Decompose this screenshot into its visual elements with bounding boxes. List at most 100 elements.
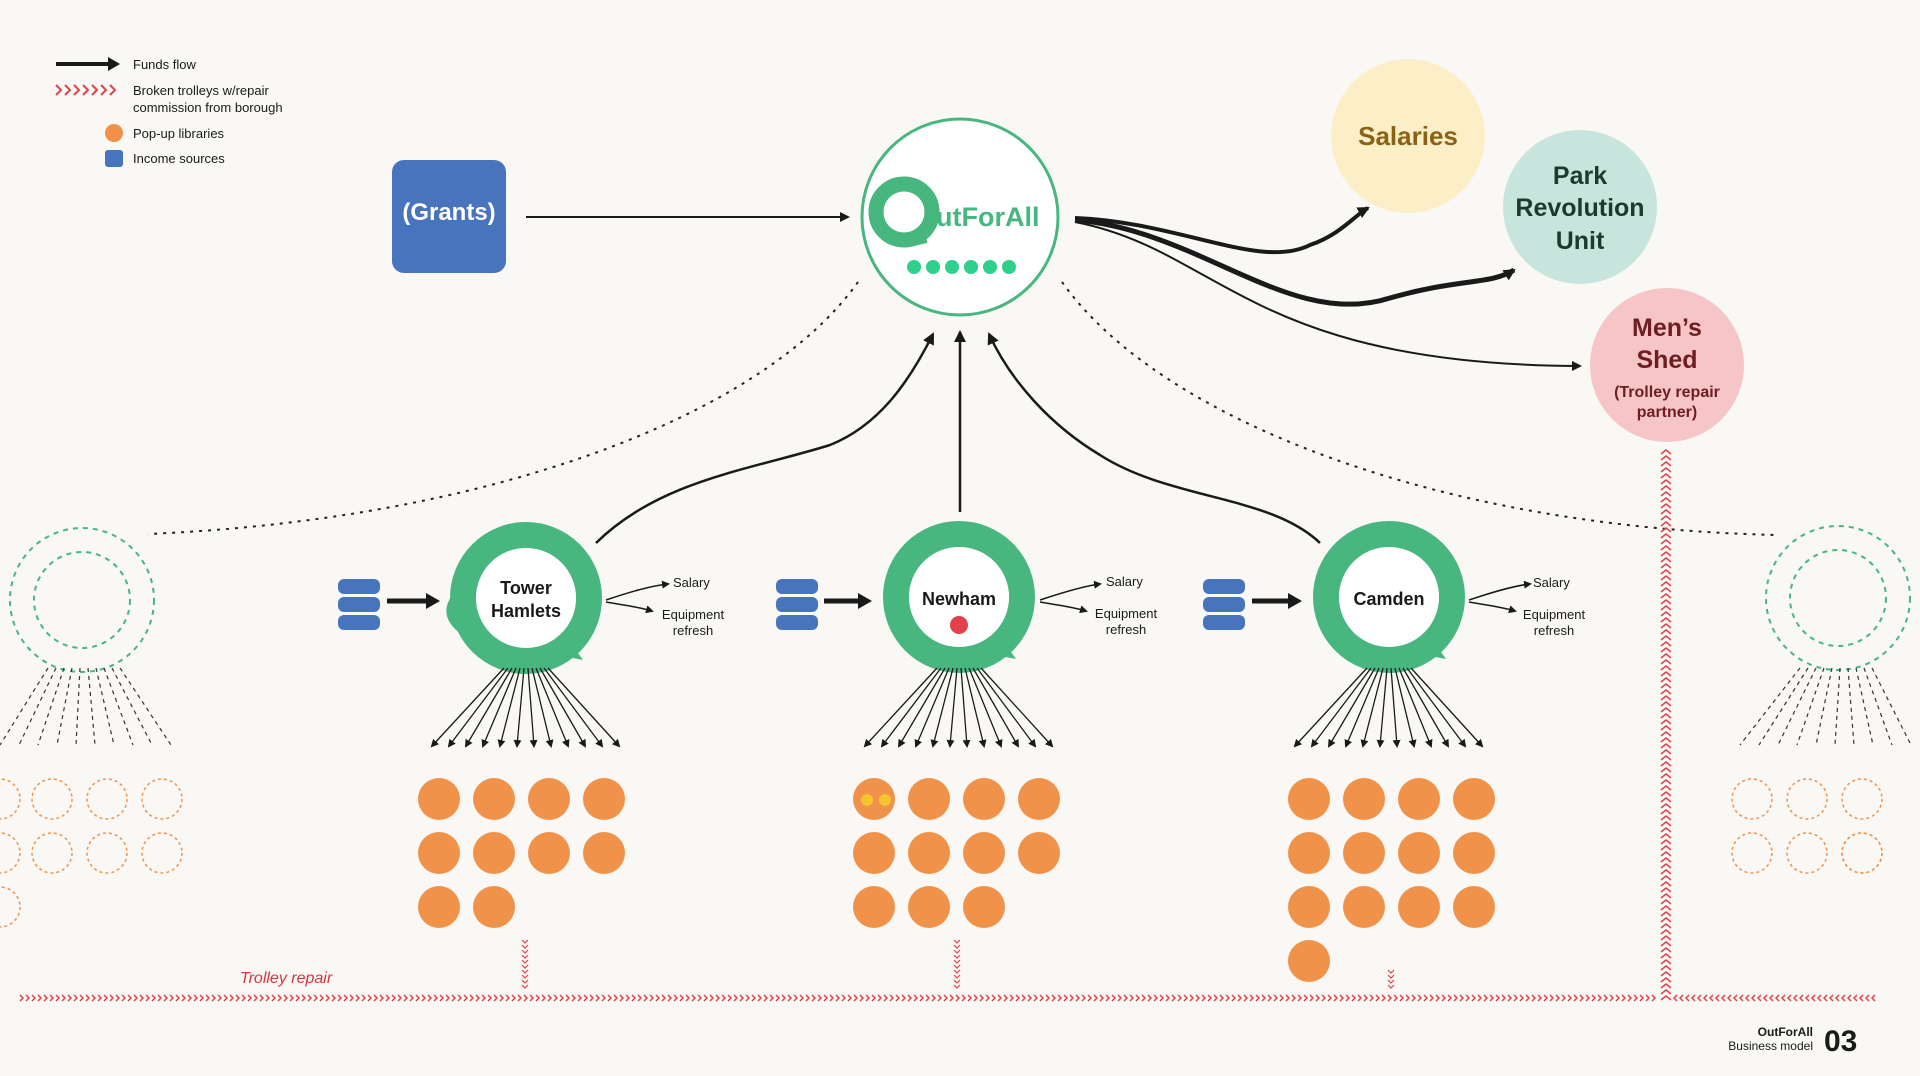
popup-library [908,778,950,820]
popup-library [1453,778,1495,820]
popup-library [1398,778,1440,820]
salaries-circle: Salaries [1331,59,1485,213]
newham-label: Newham [922,589,996,609]
popup-library [1288,778,1330,820]
popup-library [853,886,895,928]
legend-broken-trolleys-label: Broken trolleys w/repair [133,83,269,98]
ghost-popup-library [141,778,183,820]
camden-salary-label: Salary [1533,575,1570,590]
popup-library [908,832,950,874]
trolley-repair-line [19,449,1876,1002]
popup-library [1288,886,1330,928]
tower-hamlets-refresh-label: refresh [673,623,713,638]
chevron-icon [91,84,99,96]
popup-library [908,886,950,928]
popup-library [1288,940,1330,982]
income-sources-newham [776,579,872,630]
ghost-popup-library [0,778,21,820]
ghost-popup-library [1731,832,1773,874]
income-sources-tower-hamlets [338,579,440,630]
popup-library [1018,832,1060,874]
popup-library [1343,886,1385,928]
salaries-label: Salaries [1358,121,1458,151]
legend: Funds flow Broken trolleys w/repair comm… [55,57,283,167]
chevron-icon [82,84,90,96]
tower-hamlets-equipment-label: Equipment [662,607,725,622]
outputs-camden: Salary Equipment refresh [1468,575,1585,638]
hub-dotted-links [147,281,1779,536]
chevron-icon [64,84,72,96]
camden-label: Camden [1353,589,1424,609]
borough-to-hub-arrows [595,330,1321,544]
outforall-hub: utForAll [860,117,1060,317]
popup-library [418,832,460,874]
popup-library [1288,832,1330,874]
ghost-distribution-fans [0,667,1912,746]
footer-subtitle: Business model [1728,1039,1813,1053]
legend-broken-trolleys-label-2: commission from borough [133,100,283,115]
ghost-borough-right [1765,525,1911,671]
newham-red-marker [950,616,968,634]
chevron-icon [100,84,108,96]
newham-refresh-label: refresh [1106,622,1146,637]
camden-refresh-label: refresh [1534,623,1574,638]
popup-library [963,778,1005,820]
ghost-popup-library [0,832,21,874]
popup-library [473,832,515,874]
popup-library [418,886,460,928]
popup-library [1453,832,1495,874]
popup-library [853,832,895,874]
popup-library [528,778,570,820]
newham-equipment-label: Equipment [1095,606,1158,621]
ghost-popup-library [86,832,128,874]
popup-library [963,832,1005,874]
ghost-popup-library [1786,778,1828,820]
mens-shed-label-2: Shed [1636,346,1697,374]
income-source-swatch-icon [105,150,123,167]
borough-tower-hamlets: Tower Hamlets [446,522,602,674]
ghost-popup-library [1731,778,1773,820]
popup-library [1398,832,1440,874]
park-label-1: Park [1553,162,1607,190]
mens-shed-label-1: Men’s [1632,314,1702,342]
hub-logo-text: utForAll [936,202,1039,232]
outforall-logo: utForAll [868,176,1039,248]
ghost-popup-library [1786,832,1828,874]
newham-library-yellow-dots [861,794,891,806]
popup-library [1453,886,1495,928]
income-sources-camden [1203,579,1302,630]
tower-hamlets-salary-label: Salary [673,575,710,590]
popup-library [418,778,460,820]
footer-brand: OutForAll [1758,1025,1813,1039]
chevron-icon [109,84,117,96]
ghost-popup-libraries [0,778,1883,928]
ghost-popup-library [1841,778,1883,820]
popup-library [1343,778,1385,820]
legend-popup-libraries-label: Pop-up libraries [133,126,225,141]
hub-dots [907,260,1016,274]
ghost-popup-library [0,886,21,928]
legend-funds-flow-label: Funds flow [133,57,196,72]
tower-hamlets-label-1: Tower [500,578,552,598]
mens-shed-circle: Men’s Shed (Trolley repair partner) [1590,288,1744,442]
popup-library [1398,886,1440,928]
ghost-popup-library [31,832,73,874]
ghost-popup-library [141,832,183,874]
hub-outflow-arrows [1074,206,1582,371]
broken-trolleys-chevron-icon [55,84,117,96]
distribution-fans [430,667,1484,748]
popup-library [963,886,1005,928]
footer: OutForAll Business model 03 [1728,1025,1857,1058]
popup-library [583,778,625,820]
popup-library-swatch-icon [105,124,123,142]
legend-income-sources-label: Income sources [133,151,225,166]
ghost-borough-left [9,527,155,673]
tower-hamlets-label-2: Hamlets [491,601,561,621]
chevron-icon [55,84,63,96]
grants-label: (Grants) [402,199,495,226]
outputs-newham: Salary Equipment refresh [1039,574,1158,637]
popup-library [1018,778,1060,820]
trolley-repair-label: Trolley repair [240,970,333,987]
popup-library [473,886,515,928]
